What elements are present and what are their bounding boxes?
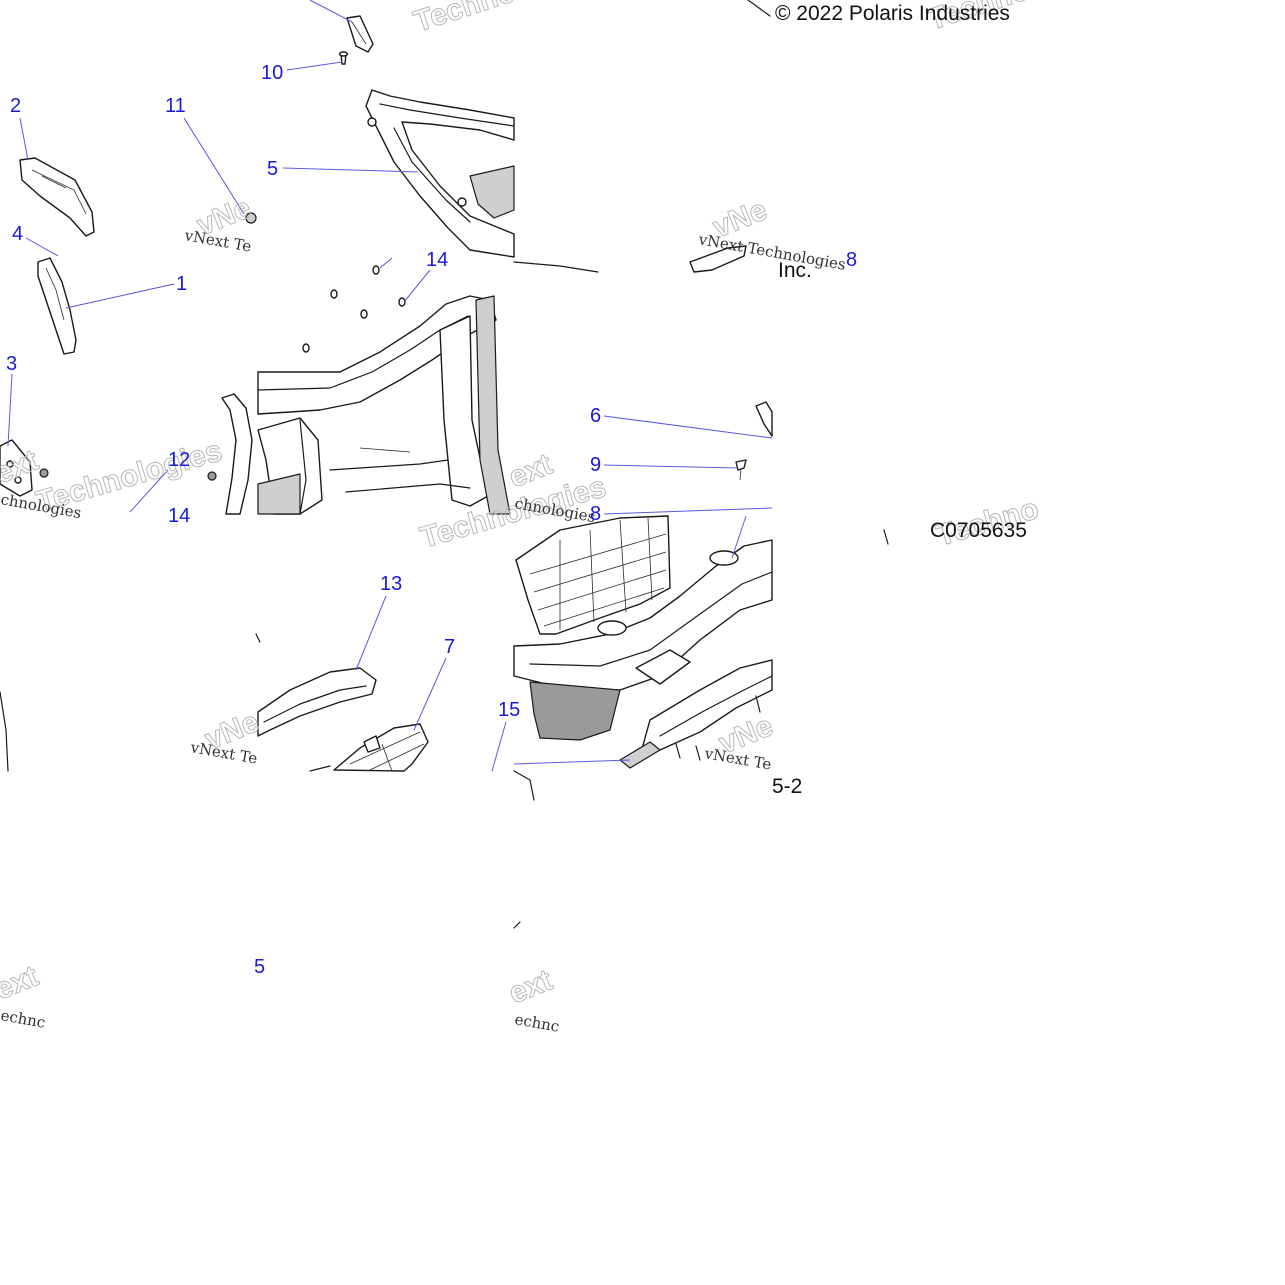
part-fragment-r2 bbox=[735, 401, 773, 481]
part-grille-7 bbox=[333, 723, 429, 772]
part-screws-lower bbox=[675, 529, 889, 761]
part-bumper-lower-right bbox=[619, 659, 773, 769]
part-front-bumper bbox=[513, 539, 773, 741]
callout-15: 15 bbox=[498, 699, 520, 721]
drawing-code: C0705635 bbox=[930, 519, 1027, 542]
leader-lines bbox=[7, 0, 773, 772]
callout-5: 5 bbox=[267, 158, 278, 180]
part-frame-5 bbox=[365, 89, 515, 258]
callout-2: 2 bbox=[10, 95, 21, 117]
watermark-script-7: echnc bbox=[0, 1006, 47, 1032]
callout-4: 4 bbox=[12, 223, 23, 245]
callout-8-top: 8 bbox=[846, 249, 857, 271]
watermark-ghost-12: ext bbox=[0, 960, 43, 1007]
callout-14-center: 14 bbox=[426, 249, 448, 271]
callout-14-left: 14 bbox=[168, 505, 190, 527]
part-bracket-top bbox=[346, 15, 374, 53]
part-fragment-l3 bbox=[0, 633, 331, 772]
watermarks: Techno Techno vNe vNe ext ext Technologi… bbox=[0, 0, 1043, 1036]
copyright-fragment: Inc. bbox=[778, 259, 812, 282]
callout-numbers: 10 2 11 5 4 1 3 12 14 14 8 6 9 8 13 7 15… bbox=[6, 62, 857, 978]
part-clip-11 bbox=[245, 212, 257, 224]
callout-11: 11 bbox=[165, 95, 186, 117]
part-body-frame bbox=[257, 295, 511, 515]
callout-6: 6 bbox=[590, 405, 601, 427]
drawing-code-fragment: 5-2 bbox=[772, 775, 802, 798]
callout-8: 8 bbox=[590, 503, 601, 525]
part-panel-13 bbox=[257, 667, 377, 737]
callout-3: 3 bbox=[6, 353, 17, 375]
callout-10: 10 bbox=[261, 62, 283, 84]
part-bracket-1 bbox=[37, 257, 77, 355]
callout-12: 12 bbox=[168, 449, 190, 471]
part-screw-10 bbox=[338, 51, 349, 65]
part-bracket-2 bbox=[19, 157, 95, 237]
part-hinge-3 bbox=[0, 439, 49, 497]
part-fragment-r4 bbox=[513, 770, 535, 929]
part-fragment-r1 bbox=[513, 0, 771, 273]
watermark-script-8: echnc bbox=[513, 1010, 560, 1036]
part-grille-8 bbox=[515, 515, 671, 635]
callout-5-lower: 5 bbox=[254, 956, 265, 978]
copyright-text: © 2022 Polaris Industries bbox=[775, 2, 1010, 25]
watermark-ghost-1: Techno bbox=[410, 0, 520, 39]
callout-13: 13 bbox=[380, 573, 402, 595]
callout-9: 9 bbox=[590, 454, 601, 476]
part-side-bar-12 bbox=[207, 393, 253, 515]
part-fasteners-14 bbox=[302, 265, 406, 353]
callout-7: 7 bbox=[444, 636, 455, 658]
callout-1: 1 bbox=[176, 273, 187, 295]
watermark-ghost-13: ext bbox=[504, 964, 557, 1011]
